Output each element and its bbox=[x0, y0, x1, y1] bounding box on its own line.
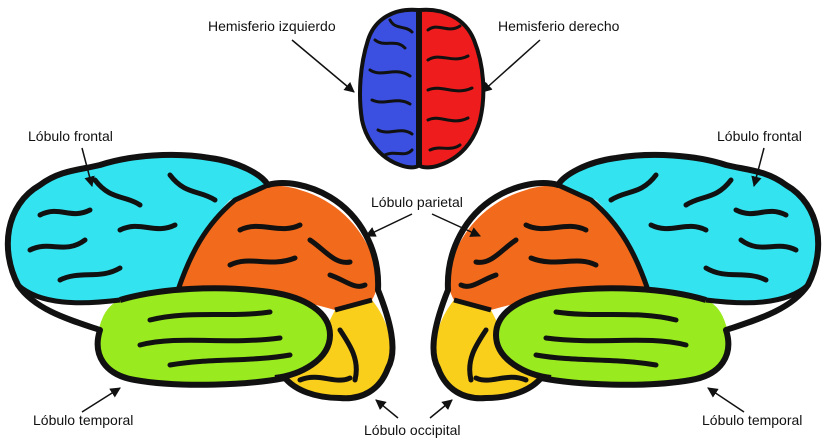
label-frontal-left: Lóbulo frontal bbox=[28, 128, 113, 144]
arrow-occipital-left bbox=[376, 400, 398, 418]
label-temporal-left: Lóbulo temporal bbox=[33, 412, 133, 428]
label-left-hemisphere: Hemisferio izquierdo bbox=[208, 18, 336, 34]
arrow-occipital-right bbox=[430, 400, 452, 418]
label-temporal-right: Lóbulo temporal bbox=[702, 412, 802, 428]
left-hemisphere bbox=[360, 10, 418, 168]
label-right-hemisphere: Hemisferio derecho bbox=[498, 18, 619, 34]
arrow-temporal-left bbox=[82, 388, 120, 412]
arrow-temporal-right bbox=[708, 388, 744, 412]
label-frontal-right: Lóbulo frontal bbox=[717, 128, 802, 144]
arrow-left-hemisphere bbox=[292, 40, 354, 92]
brain-right-view bbox=[433, 155, 818, 398]
top-brain bbox=[360, 10, 483, 168]
brain-left-view bbox=[8, 155, 393, 398]
label-occipital: Lóbulo occipital bbox=[364, 422, 461, 438]
arrow-right-hemisphere bbox=[482, 40, 540, 92]
label-parietal: Lóbulo parietal bbox=[371, 194, 463, 210]
arrow-parietal-left bbox=[366, 214, 412, 236]
